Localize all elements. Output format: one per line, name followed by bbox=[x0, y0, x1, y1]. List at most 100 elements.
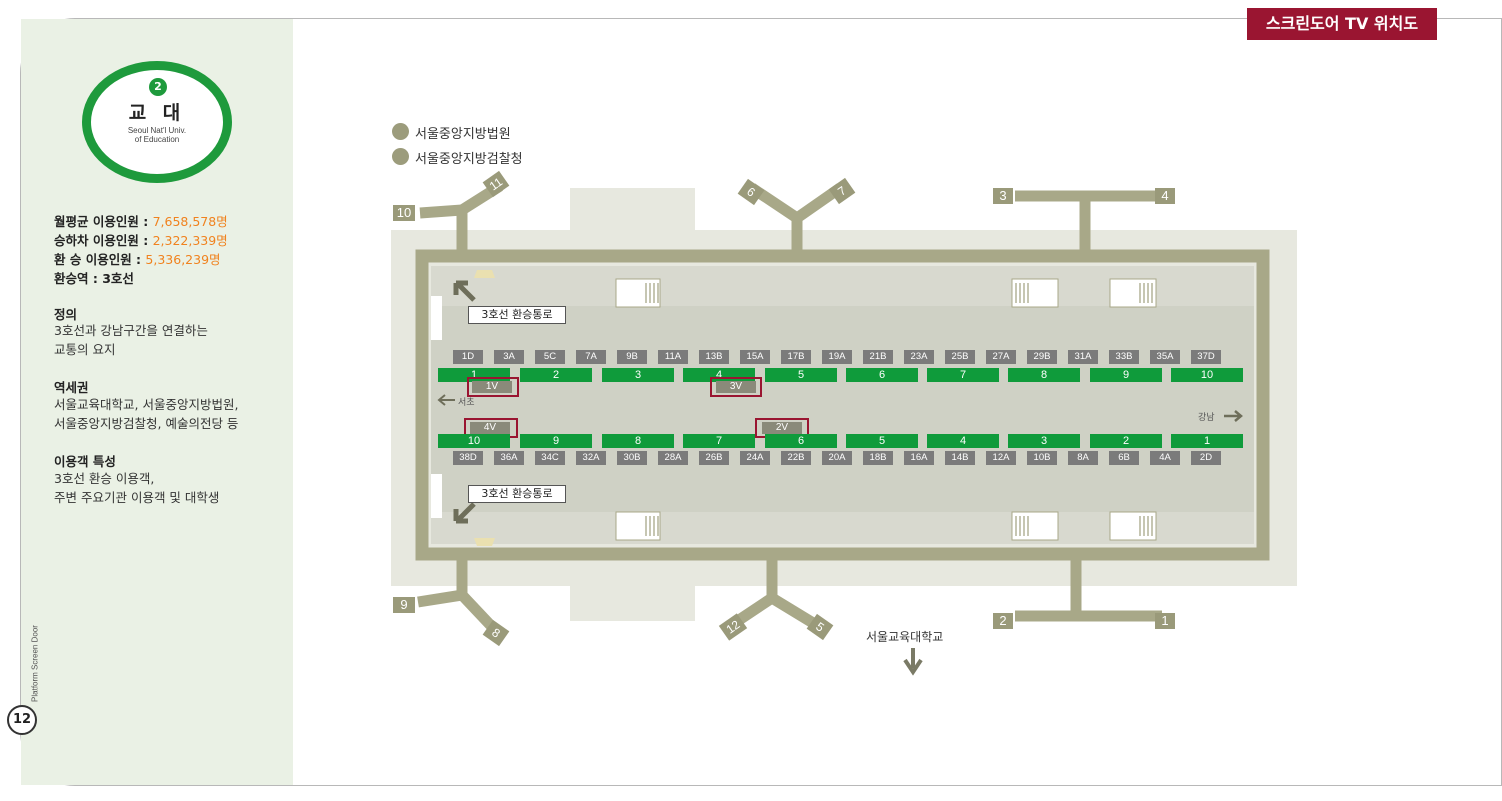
platform-door-top: 10 bbox=[1171, 368, 1243, 382]
car-code-tag: 23A bbox=[904, 350, 934, 364]
exit-3[interactable]: 3 bbox=[993, 188, 1013, 204]
station-logo: 2 교 대 Seoul Nat'l Univ. of Education bbox=[82, 61, 232, 183]
car-code-tag: 19A bbox=[822, 350, 852, 364]
platform-door-bottom: 9 bbox=[520, 434, 592, 448]
car-code-tag: 17B bbox=[781, 350, 811, 364]
platform-door-bottom: 3 bbox=[1008, 434, 1080, 448]
platform-door-top: 7 bbox=[927, 368, 999, 382]
exit-1[interactable]: 1 bbox=[1155, 613, 1175, 629]
exit-corridor-3-4 bbox=[1015, 190, 1160, 250]
tv-marker-1v[interactable]: 1V bbox=[472, 381, 512, 393]
car-code-tag: 26B bbox=[699, 451, 729, 465]
station-name: 교 대 bbox=[128, 102, 186, 124]
platform-door-top: 6 bbox=[846, 368, 918, 382]
escalator-icon bbox=[474, 270, 495, 278]
platform-door-top: 8 bbox=[1008, 368, 1080, 382]
legend-marker bbox=[392, 123, 409, 140]
car-code-tag: 21B bbox=[863, 350, 893, 364]
station-structure bbox=[391, 181, 1297, 676]
stairs-icon bbox=[1011, 278, 1059, 308]
platform-door-top: 9 bbox=[1090, 368, 1162, 382]
section-body-definition: 3호선과 강남구간을 연결하는 교통의 요지 bbox=[54, 323, 208, 357]
exit-10[interactable]: 10 bbox=[393, 205, 415, 221]
car-code-tag: 25B bbox=[945, 350, 975, 364]
tv-highlight-box bbox=[710, 377, 762, 397]
exit-4[interactable]: 4 bbox=[1155, 188, 1175, 204]
car-code-tag: 12A bbox=[986, 451, 1016, 465]
platform-door-bottom: 7 bbox=[683, 434, 755, 448]
transfer-arrow-icon bbox=[453, 502, 476, 524]
section-body-area: 서울교육대학교, 서울중앙지방법원, 서울중앙지방검찰청, 예술의전당 등 bbox=[54, 397, 239, 431]
transfer-passage-label: 3호선 환승통로 bbox=[468, 485, 566, 503]
stairs-icon bbox=[1109, 278, 1157, 308]
page-number: 12 bbox=[7, 705, 37, 735]
station-bg-top bbox=[570, 188, 695, 233]
car-code-tag: 4A bbox=[1150, 451, 1180, 465]
destination-university: 서울교육대학교 bbox=[866, 630, 944, 644]
stairs-icon bbox=[615, 511, 661, 541]
car-code-tag: 34C bbox=[535, 451, 565, 465]
station-bg-bottom bbox=[570, 583, 695, 621]
car-code-tag: 2D bbox=[1191, 451, 1221, 465]
platform-door-bottom: 1 bbox=[1171, 434, 1243, 448]
car-code-tag: 36A bbox=[494, 451, 524, 465]
platform-door-bottom: 5 bbox=[846, 434, 918, 448]
station-map: 서울중앙지방법원 서울중앙지방검찰청 10 11 6 7 3 4 9 8 12 … bbox=[391, 123, 1297, 676]
info-sidebar: 2 교 대 Seoul Nat'l Univ. of Education 월평균… bbox=[21, 19, 293, 785]
exit-corridor-2-1 bbox=[1015, 558, 1162, 622]
car-code-tag: 35A bbox=[1150, 350, 1180, 364]
car-code-tag: 5C bbox=[535, 350, 565, 364]
platform-door-bottom: 4 bbox=[927, 434, 999, 448]
tv-marker-3v[interactable]: 3V bbox=[716, 381, 756, 393]
car-code-tag: 31A bbox=[1068, 350, 1098, 364]
car-code-tag: 16A bbox=[904, 451, 934, 465]
platform-door-bottom: 6 bbox=[765, 434, 837, 448]
stat-transfer: 환 승 이용인원 : 5,336,239명 bbox=[54, 252, 221, 267]
section-title-definition: 정의 bbox=[54, 307, 78, 322]
transfer-arrow-icon bbox=[453, 280, 476, 302]
stat-transfer-line: 환승역 : 3호선 bbox=[54, 271, 134, 286]
legend-prosecutor: 서울중앙지방검찰청 bbox=[415, 152, 523, 167]
stairs-icon bbox=[1109, 511, 1157, 541]
legend-court: 서울중앙지방법원 bbox=[415, 127, 511, 142]
stat-monthly: 월평균 이용인원 : 7,658,578명 bbox=[54, 214, 228, 229]
tv-marker-4v[interactable]: 4V bbox=[470, 422, 510, 434]
car-code-tag: 1D bbox=[453, 350, 483, 364]
line-number-badge: 2 bbox=[149, 78, 167, 96]
car-code-tag: 27A bbox=[986, 350, 1016, 364]
stat-boarding: 승하차 이용인원 : 2,322,339명 bbox=[54, 233, 228, 248]
car-code-tag: 30B bbox=[617, 451, 647, 465]
car-code-tag: 6B bbox=[1109, 451, 1139, 465]
platform-door-bottom: 10 bbox=[438, 434, 510, 448]
platform-door-top: 3 bbox=[602, 368, 674, 382]
legend-marker bbox=[392, 148, 409, 165]
section-title-area: 역세권 bbox=[54, 380, 89, 395]
platform-door-top: 5 bbox=[765, 368, 837, 382]
car-code-tag: 37D bbox=[1191, 350, 1221, 364]
car-code-tag: 10B bbox=[1027, 451, 1057, 465]
car-code-tag: 13B bbox=[699, 350, 729, 364]
car-code-tag: 38D bbox=[453, 451, 483, 465]
car-code-tag: 11A bbox=[658, 350, 688, 364]
car-code-tag: 22B bbox=[781, 451, 811, 465]
direction-gangnam: 강남 bbox=[1198, 413, 1215, 423]
stairs-icon bbox=[1011, 511, 1059, 541]
exit-2[interactable]: 2 bbox=[993, 613, 1013, 629]
station-name-english: Seoul Nat'l Univ. of Education bbox=[127, 126, 187, 144]
car-code-tag: 15A bbox=[740, 350, 770, 364]
car-code-tag: 3A bbox=[494, 350, 524, 364]
transfer-passage-label: 3호선 환승통로 bbox=[468, 306, 566, 324]
platform-door-bottom: 8 bbox=[602, 434, 674, 448]
car-code-tag: 24A bbox=[740, 451, 770, 465]
section-body-users: 3호선 환승 이용객, 주변 주요기관 이용객 및 대학생 bbox=[54, 471, 220, 505]
arrow-right-icon bbox=[1224, 410, 1243, 422]
direction-seocho: 서초 bbox=[458, 398, 475, 408]
arrow-down-icon bbox=[903, 648, 923, 676]
exit-9[interactable]: 9 bbox=[393, 597, 415, 613]
section-title-users: 이용객 특성 bbox=[54, 454, 116, 469]
arrow-left-icon bbox=[437, 394, 455, 406]
stairs-icon bbox=[615, 278, 661, 308]
car-code-tag: 8A bbox=[1068, 451, 1098, 465]
platform-floor bbox=[431, 306, 1254, 512]
tv-marker-2v[interactable]: 2V bbox=[762, 422, 802, 434]
